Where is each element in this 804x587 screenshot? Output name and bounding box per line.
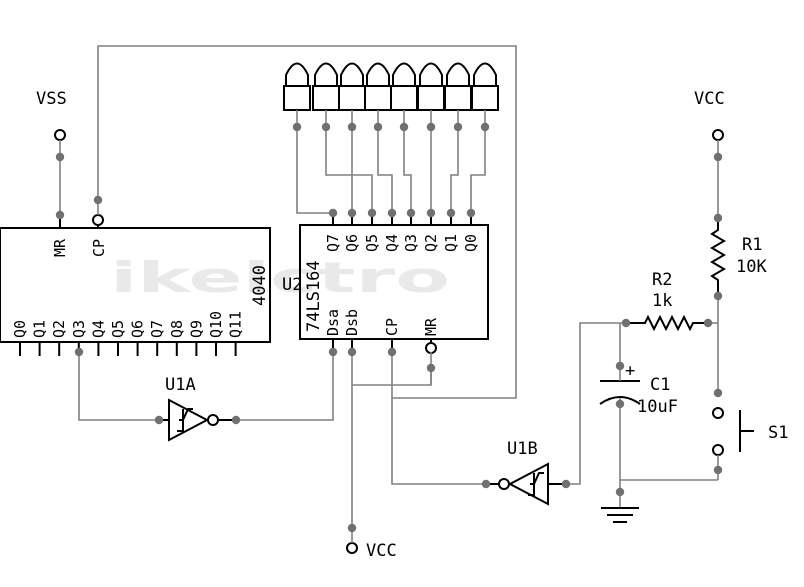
vss-label: VSS <box>36 89 67 109</box>
c1-plus: + <box>625 361 635 381</box>
pin-4040-q8: Q8 <box>168 320 186 338</box>
ic-4040-label: 4040 <box>250 265 270 306</box>
pin-164-q2: Q2 <box>422 234 440 252</box>
c1-name: C1 <box>650 375 670 395</box>
led <box>338 62 366 111</box>
pin-4040-cp: CP <box>90 239 108 257</box>
inverter-u1a: U1A <box>159 375 236 442</box>
r2-value: 1k <box>652 291 672 311</box>
pin-4040-q10: Q10 <box>207 311 225 338</box>
led <box>417 62 445 111</box>
pin-164-q0: Q0 <box>462 234 480 252</box>
pin-164-q3: Q3 <box>402 234 420 252</box>
vss-terminal <box>54 129 66 141</box>
pin-4040-q1: Q1 <box>31 320 49 338</box>
vcc-top-label: VCC <box>694 89 725 109</box>
r2-name: R2 <box>652 270 672 290</box>
vcc-top-terminal <box>712 129 724 141</box>
resistor-r1: R1 10K <box>710 218 767 296</box>
pin-164-q1: Q1 <box>442 234 460 252</box>
pin-164-q7: Q7 <box>324 234 342 252</box>
led <box>471 62 499 111</box>
pin-164-q4: Q4 <box>383 234 401 252</box>
pin-164-q5: Q5 <box>363 234 381 252</box>
led <box>444 62 472 111</box>
u2-ref: U2 <box>282 275 302 295</box>
pin-4040-q6: Q6 <box>129 320 147 338</box>
pin-4040-q9: Q9 <box>187 320 205 338</box>
cp-pin-bubble <box>92 214 104 226</box>
vcc-bottom-terminal <box>346 542 358 554</box>
r1-name: R1 <box>742 235 762 255</box>
mr-pin-bubble <box>425 342 437 354</box>
pin-4040-q11: Q11 <box>227 311 245 338</box>
pin-164-dsb: Dsb <box>343 309 361 336</box>
pin-164-q6: Q6 <box>343 234 361 252</box>
led-array <box>283 62 499 111</box>
pin-4040-q7: Q7 <box>148 320 166 338</box>
capacitor-c1: + C1 10uF <box>599 323 678 492</box>
vcc-bottom-label: VCC <box>366 541 397 561</box>
led <box>312 62 340 111</box>
pin-4040-q0: Q0 <box>11 320 29 338</box>
junctions <box>55 122 723 533</box>
watermark: ikelctro <box>110 253 450 302</box>
pin-164-mr: MR <box>422 317 440 336</box>
s1-label: S1 <box>768 423 788 443</box>
inverter-u1b: U1B <box>486 439 566 506</box>
r1-value: 10K <box>736 257 767 277</box>
pin-164-cp: CP <box>383 318 401 336</box>
ground-symbol <box>601 492 639 523</box>
u1b-label: U1B <box>507 439 538 459</box>
led <box>364 62 392 111</box>
pin-4040-q5: Q5 <box>109 320 127 338</box>
led <box>390 62 418 111</box>
pin-4040-q3: Q3 <box>70 320 88 338</box>
pin-4040-mr: MR <box>51 238 69 257</box>
pin-4040-q2: Q2 <box>50 320 68 338</box>
pin-164-dsa: Dsa <box>324 309 342 336</box>
pin-4040-q4: Q4 <box>89 320 107 338</box>
u1a-label: U1A <box>165 375 196 395</box>
ic-74ls164-label: 74LS164 <box>304 260 324 332</box>
led <box>283 62 311 111</box>
resistor-r2: R2 1k <box>626 270 708 332</box>
c1-value: 10uF <box>637 397 678 417</box>
switch-s1: S1 <box>712 407 788 456</box>
